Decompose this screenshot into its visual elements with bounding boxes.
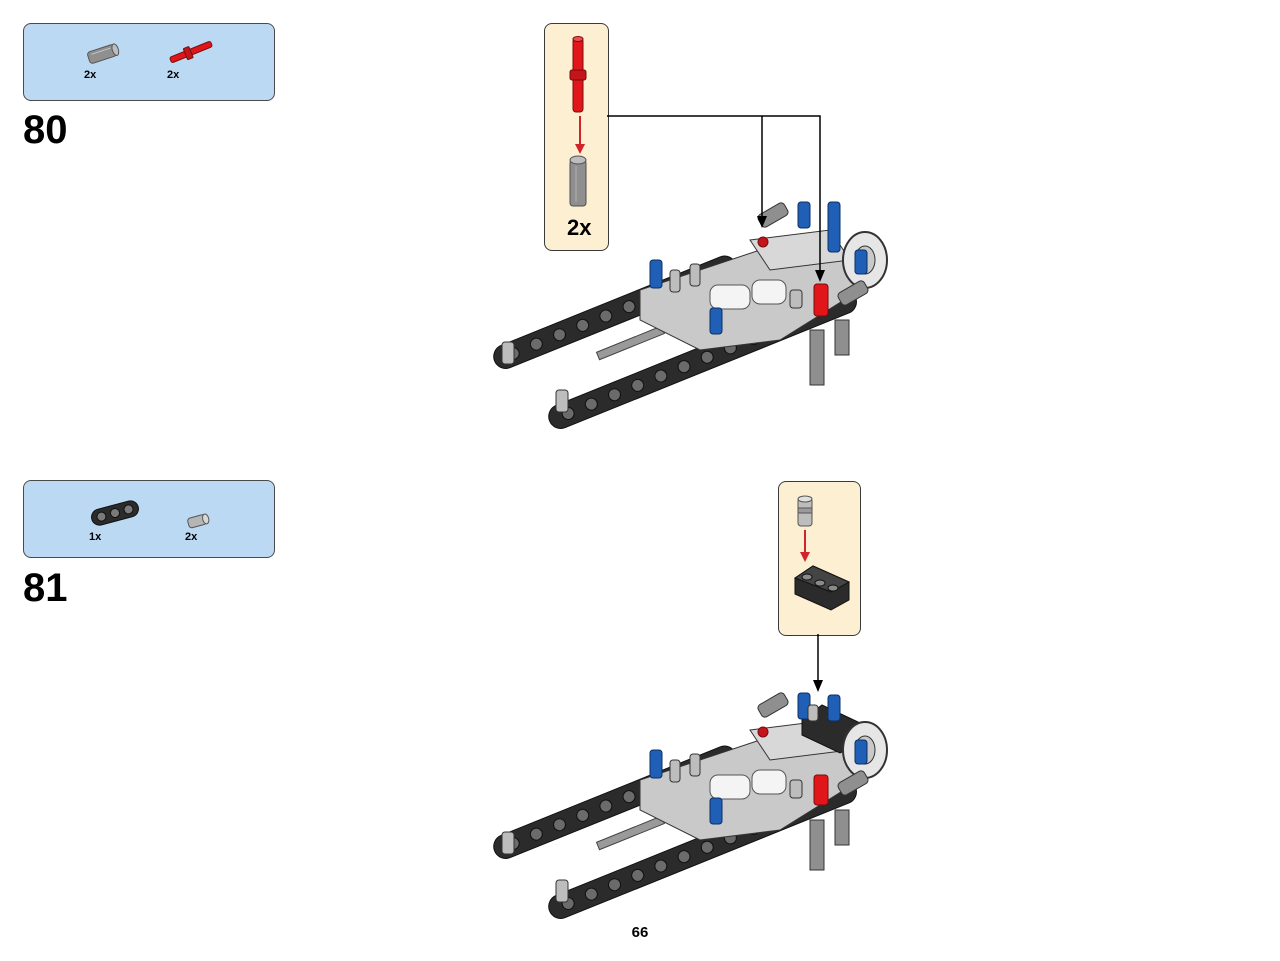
step-80-model-image xyxy=(490,180,910,455)
part-qty: 2x xyxy=(167,69,180,81)
part-qty: 1x xyxy=(89,531,102,543)
step-number: 81 xyxy=(23,566,68,610)
axle-pin-red-icon xyxy=(165,38,217,66)
callout-qty: 2x xyxy=(567,215,592,240)
step-number: 80 xyxy=(23,108,68,152)
step-81-parts-box: 1x 2x xyxy=(23,480,275,558)
assembly-arrow-icon xyxy=(574,116,586,161)
axle-pin-red-icon xyxy=(567,34,589,119)
step-81-model-image xyxy=(490,665,910,945)
step-80-parts-box: 2x 2x xyxy=(23,23,275,101)
bushing-gray-icon xyxy=(794,494,816,535)
bushing-gray-icon xyxy=(184,511,212,531)
part-qty: 2x xyxy=(84,69,97,81)
beam-3-black-icon xyxy=(791,560,851,617)
part-qty: 2x xyxy=(185,531,198,543)
page-number: 66 xyxy=(631,924,649,941)
step-81-callout xyxy=(778,481,861,636)
axle-connector-gray-icon xyxy=(567,154,589,215)
step-80-callout: 2x xyxy=(544,23,609,251)
assembly-arrow-icon xyxy=(799,530,811,569)
axle-connector-gray-icon xyxy=(82,42,122,66)
beam-3-black-icon xyxy=(88,499,142,527)
